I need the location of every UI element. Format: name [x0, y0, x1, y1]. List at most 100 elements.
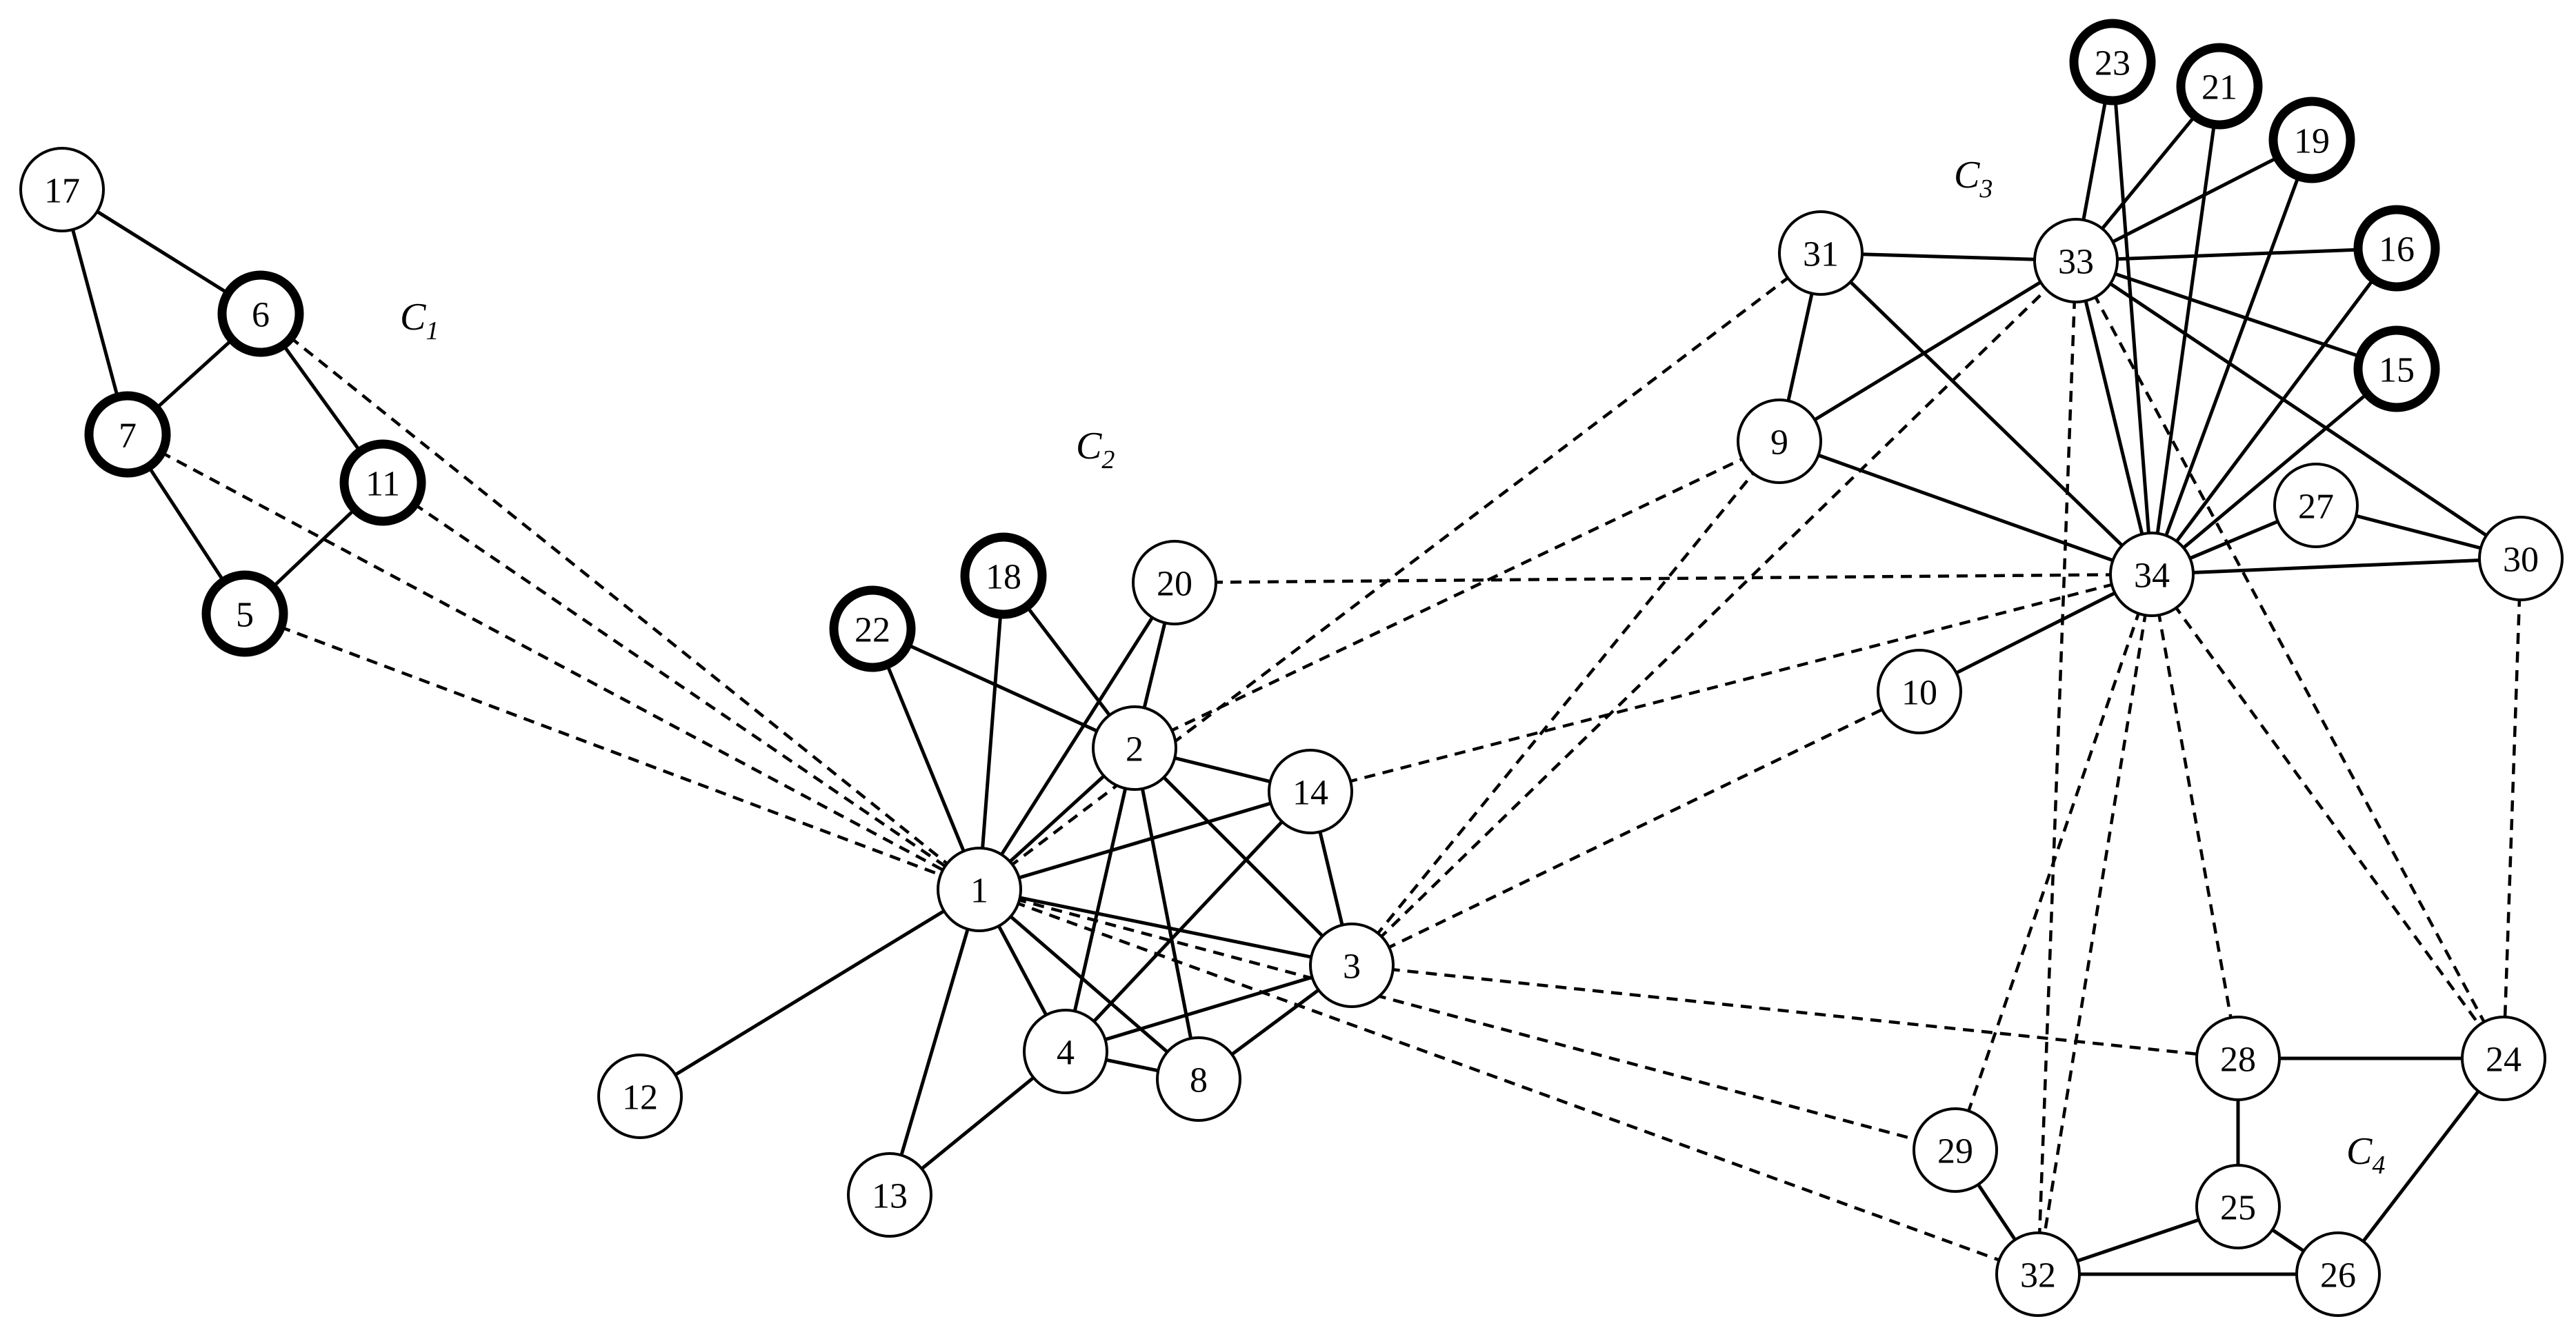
node-circle-18: [960, 532, 1047, 619]
node-label-12: 12: [622, 1078, 658, 1118]
node-label-20: 20: [1157, 565, 1192, 604]
node-label-3: 3: [1343, 947, 1361, 987]
edge-34-32-dashed: [2036, 574, 2154, 1275]
edge-1-29-dashed: [979, 887, 1956, 1152]
node-30: 30: [2478, 516, 2564, 601]
node-28: 28: [2195, 1016, 2281, 1101]
edge-3-33-dashed: [1350, 259, 2077, 967]
node-circle-31: [1778, 210, 1864, 296]
node-circle-7: [84, 391, 171, 478]
node-label-21: 21: [2201, 68, 2237, 108]
node-label-6: 6: [252, 296, 270, 335]
node-circle-11: [339, 439, 426, 526]
node-circle-14: [1268, 749, 1353, 834]
node-8: 8: [1156, 1036, 1241, 1122]
node-circle-20: [1132, 540, 1217, 625]
node-32: 32: [1995, 1231, 2081, 1317]
edge-34-28-dashed: [2150, 574, 2240, 1059]
node-circle-22: [829, 585, 916, 672]
edge-14-34-dashed: [1310, 572, 2153, 794]
node-label-24: 24: [2486, 1040, 2522, 1080]
edge-21-34-solid: [2150, 85, 2221, 575]
node-3: 3: [1309, 923, 1395, 1008]
edge-24-26-solid: [2337, 1057, 2505, 1276]
node-circle-32: [1995, 1231, 2081, 1317]
edge-33-30-solid: [2075, 259, 2522, 561]
cluster-label-c2: C2: [1076, 425, 1115, 474]
edge-19-33-solid: [2075, 138, 2313, 263]
node-label-27: 27: [2298, 487, 2334, 527]
node-circle-13: [847, 1152, 932, 1238]
node-circle-29: [1913, 1107, 1998, 1193]
node-label-1: 1: [970, 872, 988, 911]
node-circle-3: [1309, 923, 1395, 1008]
edge-9-34-solid: [1779, 439, 2153, 576]
edge-22-2-solid: [871, 627, 1136, 750]
cluster-label-c4: C4: [2346, 1130, 2385, 1180]
node-24: 24: [2461, 1016, 2546, 1101]
node-label-30: 30: [2503, 541, 2539, 580]
edge-33-32-dashed: [2036, 260, 2078, 1275]
edge-31-34-solid: [1819, 252, 2153, 576]
node-15: 15: [2353, 325, 2440, 412]
edge-1-8-solid: [978, 888, 1200, 1080]
node-12: 12: [597, 1054, 683, 1139]
node-label-17: 17: [44, 172, 80, 211]
node-label-13: 13: [872, 1177, 908, 1216]
node-label-10: 10: [1901, 674, 1937, 713]
node-circle-16: [2353, 205, 2440, 292]
edge-22-1-solid: [870, 628, 981, 890]
node-4: 4: [1023, 1009, 1108, 1094]
node-9: 9: [1737, 399, 1822, 484]
node-label-28: 28: [2220, 1040, 2256, 1080]
node-circle-23: [2069, 19, 2156, 105]
node-label-16: 16: [2379, 230, 2415, 270]
edge-1-32-dashed: [979, 887, 2039, 1276]
edge-6-1-dashed: [259, 312, 981, 891]
edge-2-4-solid: [1064, 747, 1137, 1052]
node-13: 13: [847, 1152, 932, 1238]
node-2: 2: [1092, 705, 1177, 791]
node-label-5: 5: [236, 596, 254, 635]
edge-1-14-solid: [979, 789, 1311, 892]
node-circle-28: [2195, 1016, 2281, 1101]
node-label-33: 33: [2058, 243, 2094, 282]
node-label-25: 25: [2220, 1189, 2256, 1228]
edge-1-12-solid: [639, 887, 981, 1098]
edge-15-33-solid: [2075, 259, 2397, 371]
node-27: 27: [2273, 463, 2359, 548]
node-21: 21: [2176, 43, 2263, 130]
node-label-2: 2: [1126, 730, 1144, 769]
node-label-8: 8: [1190, 1061, 1208, 1100]
edge-16-34-solid: [2150, 247, 2398, 576]
node-label-26: 26: [2320, 1256, 2356, 1296]
edge-16-33-solid: [2075, 246, 2397, 263]
node-19: 19: [2268, 97, 2355, 183]
node-circle-25: [2195, 1164, 2281, 1249]
edge-15-34-solid: [2150, 368, 2398, 576]
edge-3-4-solid: [1065, 963, 1352, 1054]
node-label-15: 15: [2379, 351, 2415, 390]
edge-4-14-solid: [1064, 790, 1312, 1053]
node-circle-26: [2295, 1231, 2381, 1317]
node-circle-15: [2353, 325, 2440, 412]
node-circle-5: [201, 570, 288, 657]
node-label-18: 18: [986, 558, 1021, 597]
node-circle-6: [217, 270, 304, 357]
node-11: 11: [339, 439, 426, 526]
node-34: 34: [2109, 532, 2195, 617]
edge-34-29-dashed: [1953, 574, 2154, 1151]
node-label-29: 29: [1937, 1132, 1973, 1171]
node-circle-9: [1737, 399, 1822, 484]
node-label-34: 34: [2134, 556, 2170, 596]
edge-3-9-dashed: [1350, 440, 1781, 967]
edge-11-1-dashed: [381, 481, 981, 891]
node-circle-34: [2109, 532, 2195, 617]
node-26: 26: [2295, 1231, 2381, 1317]
node-circle-8: [1156, 1036, 1241, 1122]
edge-33-34-solid: [2074, 260, 2154, 575]
node-label-9: 9: [1770, 423, 1788, 463]
node-label-23: 23: [2095, 44, 2130, 83]
edge-layer: [60, 61, 2523, 1276]
